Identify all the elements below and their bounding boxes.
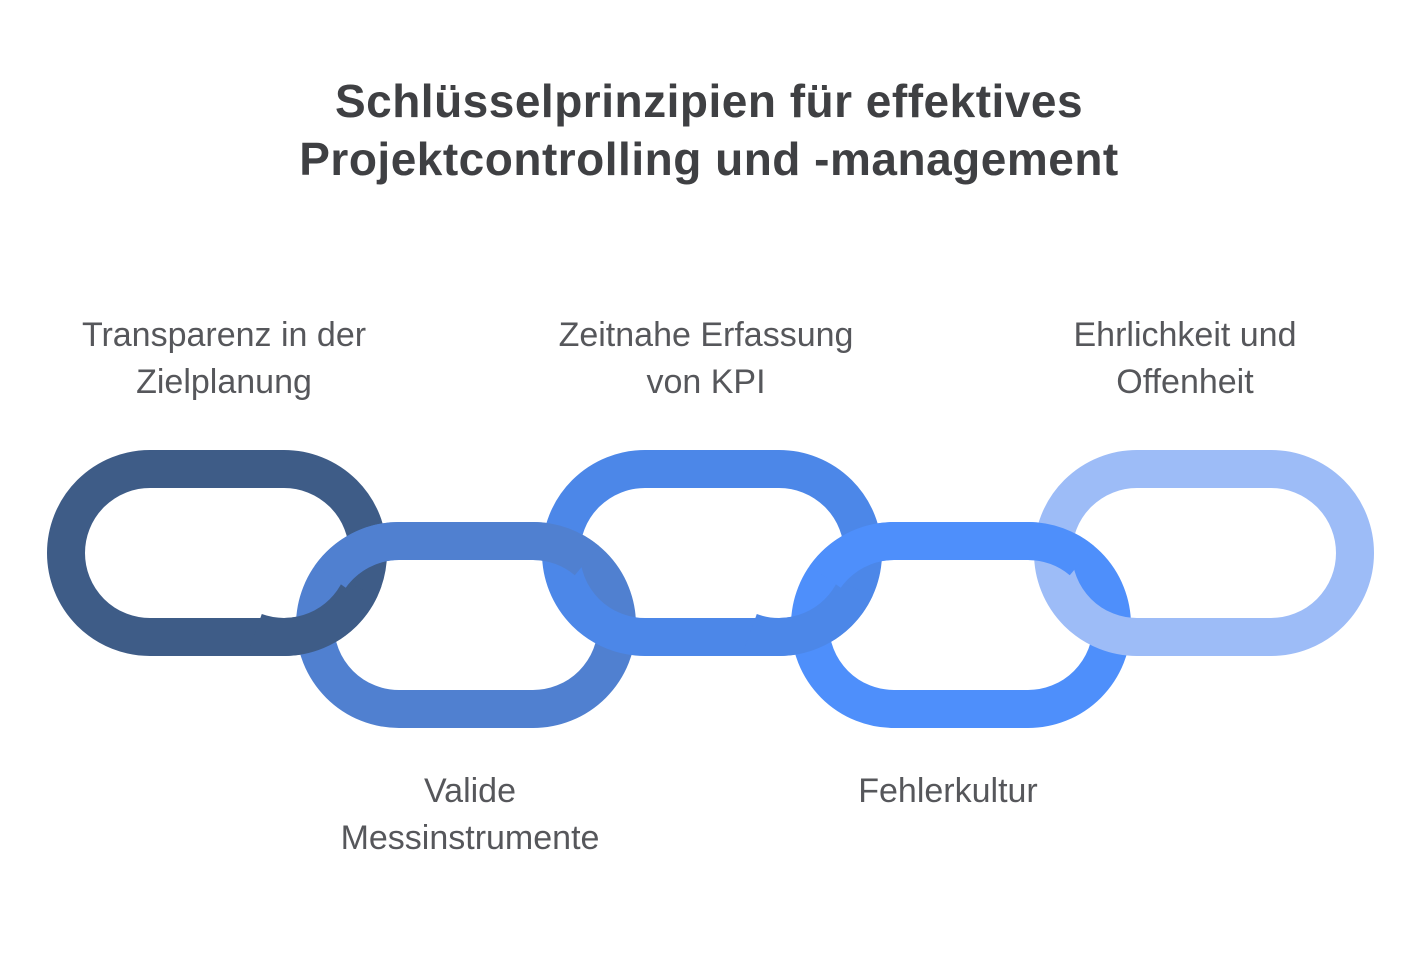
chain-link-3-overlap-patch	[743, 579, 873, 656]
diagram-title: Schlüsselprinzipien für effektives Proje…	[299, 75, 1119, 185]
principle-label-zeitnahe-erfassung: Zeitnahe Erfassung von KPI	[558, 316, 854, 401]
principle-label-transparenz: Transparenz in der Zielplanung	[81, 316, 367, 401]
chain-link-2-overlap-patch	[314, 522, 600, 589]
chain-link-2-icon	[296, 522, 636, 728]
chain-link-5-icon	[1034, 450, 1374, 656]
chain-link-4-overlap-patch	[809, 522, 1095, 589]
principle-label-ehrlichkeit: Ehrlichkeit und Offenheit	[1073, 316, 1297, 401]
chain-link-4-icon	[791, 522, 1131, 728]
principle-label-valide-messinstrumente: Valide Messinstrumente	[340, 772, 600, 857]
principle-label-fehlerkultur: Fehlerkultur	[858, 772, 1038, 810]
chain-link-1-overlap-patch	[248, 579, 378, 656]
